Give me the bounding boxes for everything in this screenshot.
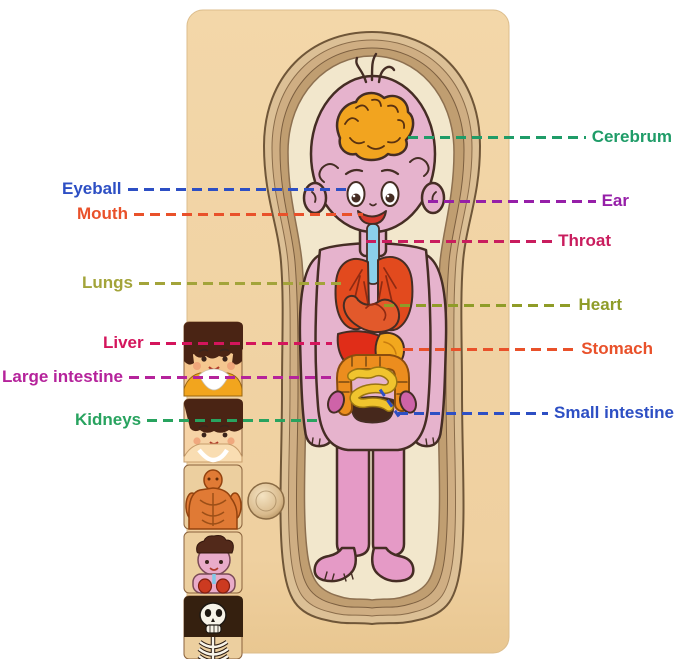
leader-line-ear bbox=[428, 199, 596, 203]
label-eyeball-text: Eyeball bbox=[62, 179, 122, 198]
leader-line-liver bbox=[149, 341, 332, 345]
leader-line-small-intestine bbox=[398, 411, 549, 415]
leader-line-mouth bbox=[133, 212, 363, 216]
layer-piece-muscles bbox=[183, 464, 243, 530]
trachea-graphic bbox=[366, 223, 380, 285]
kidneys-graphic bbox=[327, 390, 417, 414]
brain-graphic bbox=[335, 91, 415, 162]
finger-lines bbox=[311, 437, 435, 447]
stomach-highlight bbox=[383, 341, 397, 355]
brain-blob bbox=[335, 91, 415, 162]
layer-piece-skin bbox=[183, 398, 243, 463]
eyes-graphic bbox=[346, 181, 400, 207]
eyebrows bbox=[344, 168, 400, 176]
label-cerebrum-text: Cerebrum bbox=[591, 127, 672, 146]
leader-line-lungs bbox=[139, 281, 347, 285]
label-large-intestine-text: Large intestine bbox=[2, 367, 123, 386]
label-ear-text: Ear bbox=[601, 191, 629, 210]
label-small-intestine: Small intestine bbox=[398, 402, 674, 424]
mouth-graphic bbox=[357, 210, 387, 225]
label-kidneys-text: Kidneys bbox=[75, 410, 142, 429]
right-pupil bbox=[385, 193, 395, 203]
label-liver-text: Liver bbox=[103, 333, 144, 352]
label-lungs-text: Lungs bbox=[82, 273, 133, 292]
brain-squiggles bbox=[344, 98, 406, 150]
label-mouth: Mouth bbox=[77, 203, 363, 225]
leader-line-eyeball bbox=[127, 187, 347, 191]
knob-face bbox=[247, 482, 285, 520]
label-liver: Liver bbox=[103, 332, 332, 354]
right-foot bbox=[370, 546, 415, 583]
label-large-intestine: Large intestine bbox=[2, 366, 334, 388]
label-stomach-text: Stomach bbox=[581, 339, 653, 358]
right-leg bbox=[371, 438, 406, 558]
leader-line-heart bbox=[384, 303, 573, 307]
label-kidneys: Kidneys bbox=[75, 409, 322, 431]
label-lungs: Lungs bbox=[82, 272, 347, 294]
label-heart: Heart bbox=[384, 294, 622, 316]
leader-line-stomach bbox=[403, 347, 576, 351]
hair-tuft bbox=[355, 52, 396, 84]
left-kidney bbox=[327, 390, 345, 414]
label-mouth-text: Mouth bbox=[77, 204, 128, 223]
large-intestine-segments bbox=[338, 356, 408, 395]
wooden-knob bbox=[247, 482, 285, 520]
label-throat-text: Throat bbox=[558, 231, 611, 250]
nose-line bbox=[369, 203, 377, 207]
large-intestine-graphic bbox=[336, 354, 410, 416]
left-pupil bbox=[351, 193, 361, 203]
bronchi-lines bbox=[349, 267, 397, 305]
label-stomach: Stomach bbox=[403, 338, 653, 360]
face bbox=[344, 168, 400, 225]
right-glint bbox=[386, 194, 390, 198]
body-figure bbox=[298, 52, 448, 583]
label-heart-text: Heart bbox=[578, 295, 622, 314]
label-small-intestine-text: Small intestine bbox=[554, 403, 674, 422]
temple-curls bbox=[318, 157, 430, 183]
toe-lines bbox=[324, 571, 354, 582]
leader-line-kidneys bbox=[147, 418, 322, 422]
legs bbox=[313, 438, 415, 583]
label-eyeball: Eyeball bbox=[62, 178, 347, 200]
layer-stack bbox=[183, 321, 243, 659]
layer-piece-organs bbox=[183, 531, 243, 594]
left-glint bbox=[352, 194, 356, 198]
layer-piece-skeleton bbox=[183, 595, 243, 659]
leader-line-throat bbox=[366, 239, 553, 243]
label-throat: Throat bbox=[366, 230, 611, 252]
left-leg bbox=[335, 438, 371, 558]
leader-line-cerebrum bbox=[408, 135, 586, 139]
knob-ring bbox=[255, 490, 277, 512]
label-cerebrum: Cerebrum bbox=[408, 126, 672, 148]
large-intestine-tube bbox=[338, 356, 408, 414]
heart-detail bbox=[365, 303, 387, 321]
label-ear: Ear bbox=[428, 190, 629, 212]
leader-line-large-intestine bbox=[128, 375, 334, 379]
